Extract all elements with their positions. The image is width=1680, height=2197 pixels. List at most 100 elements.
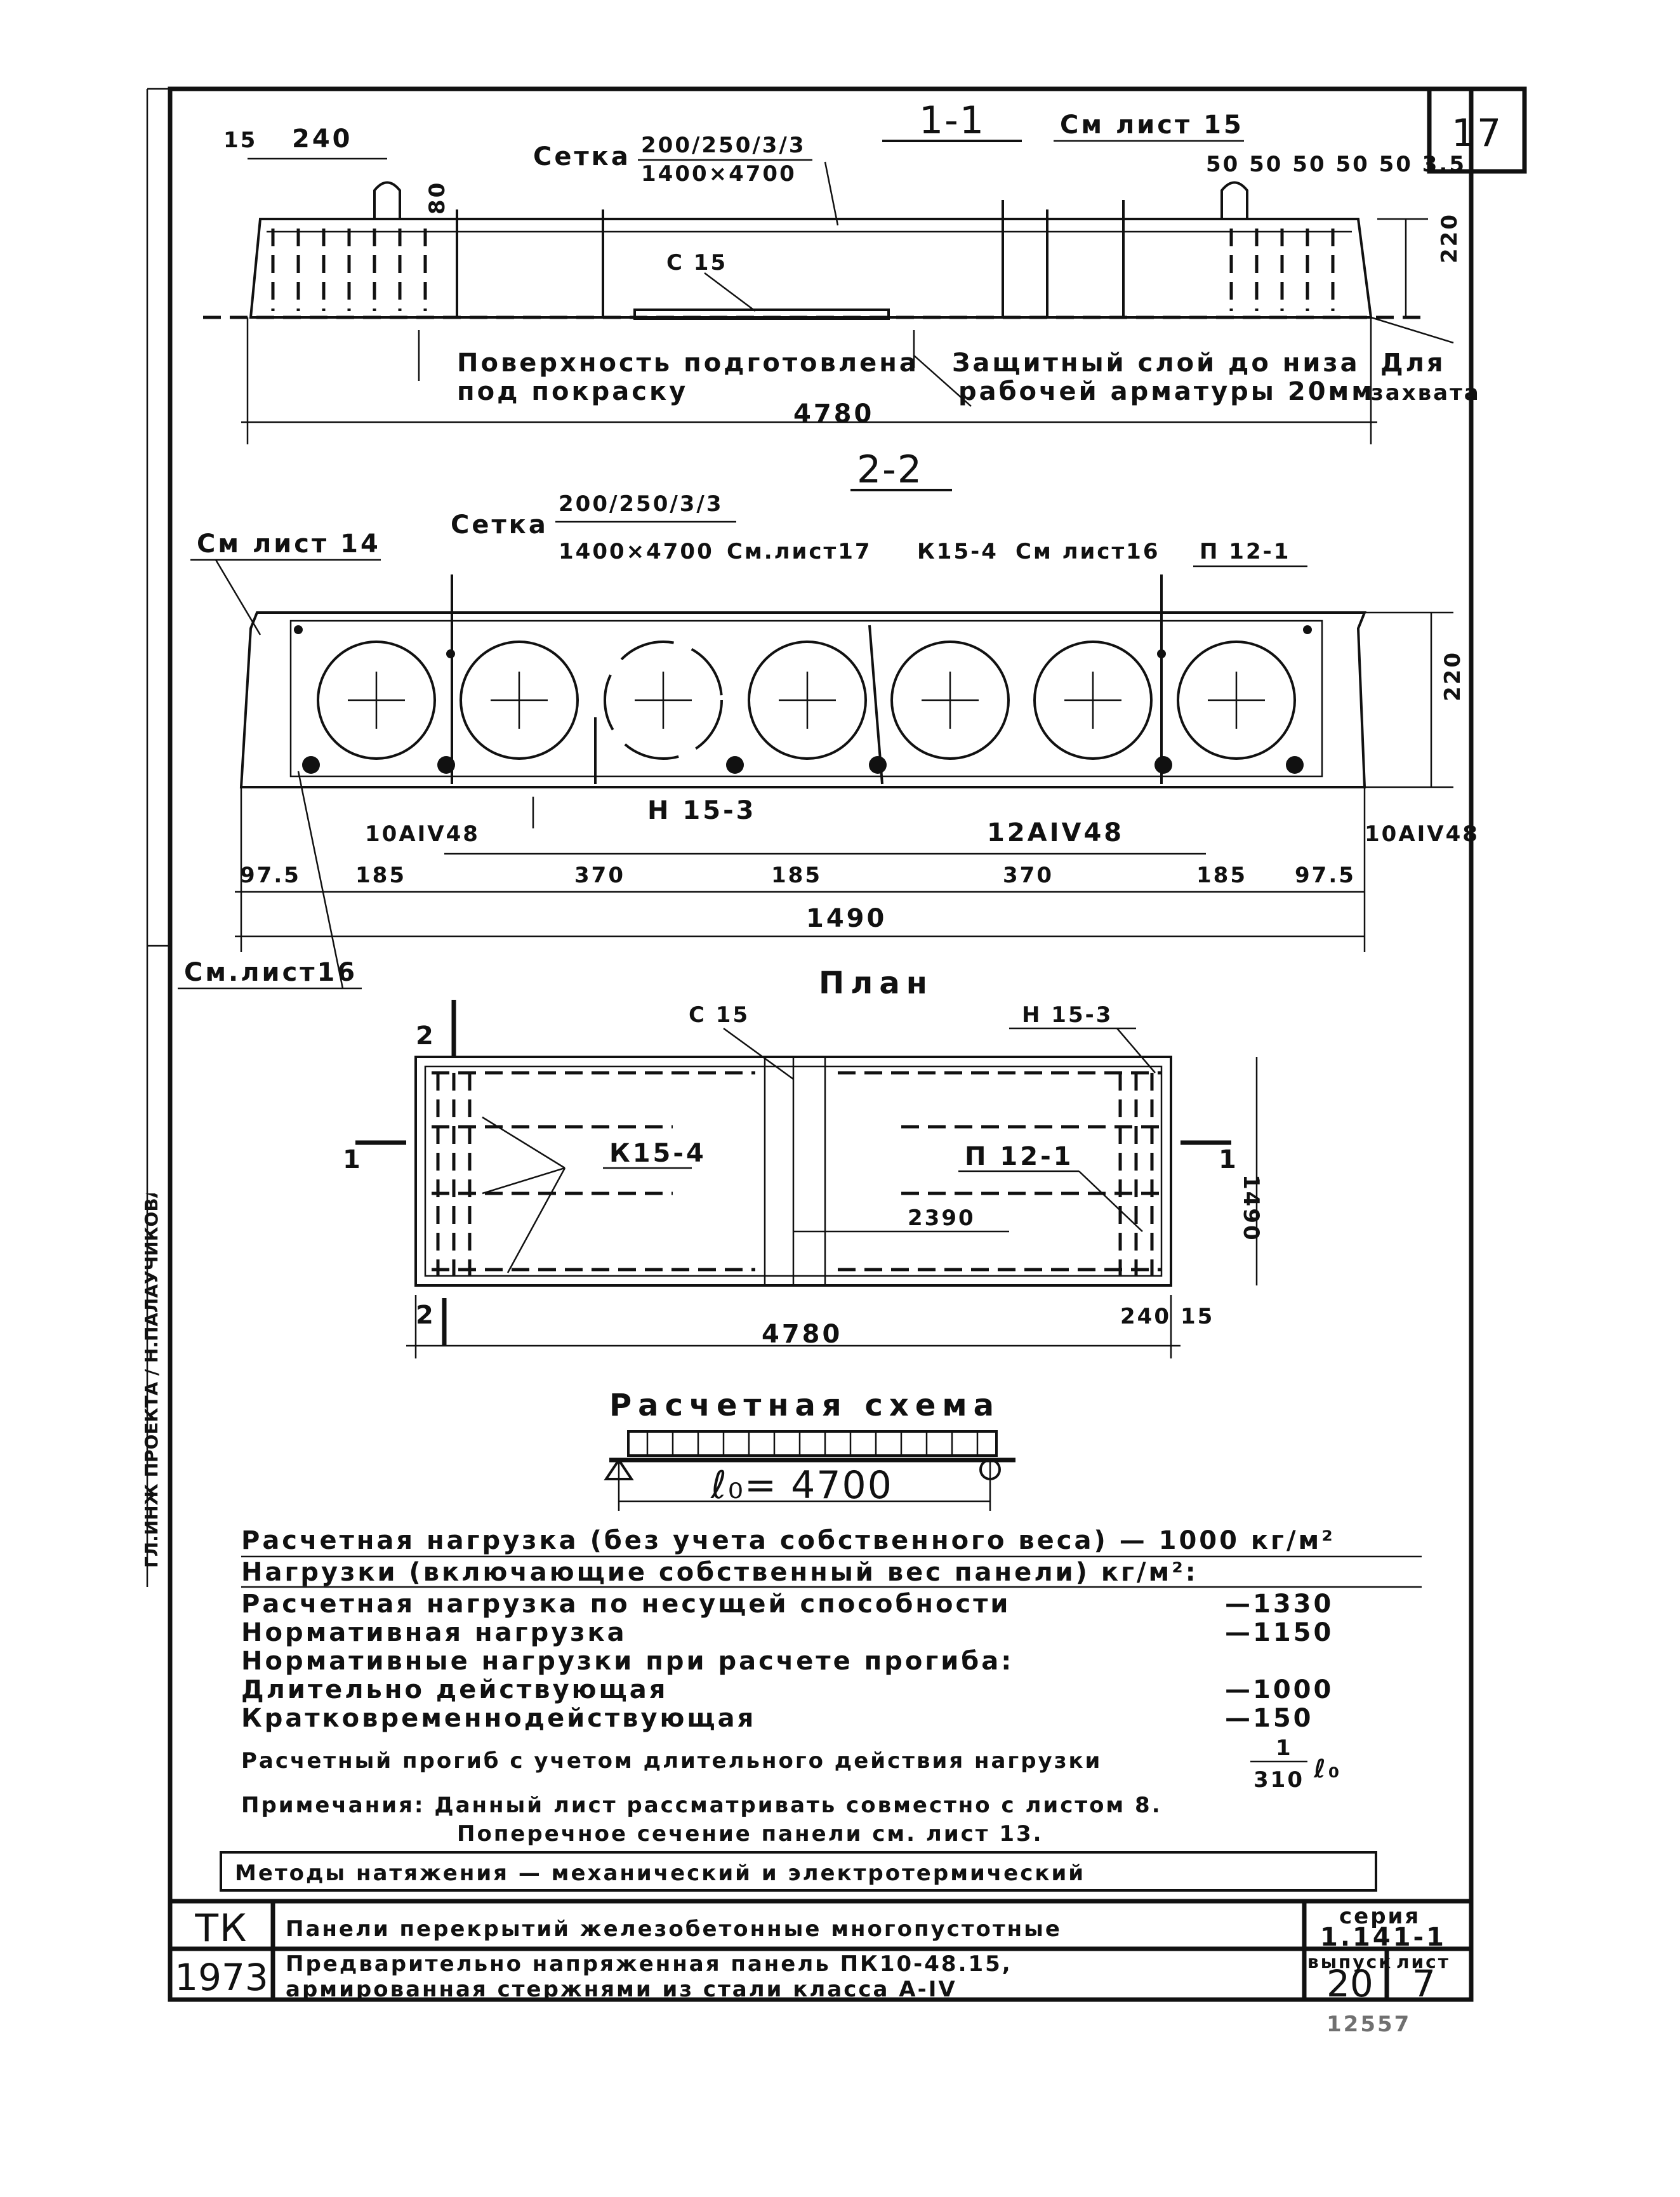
note-deflection: Расчетный прогиб с учетом длительного де… bbox=[241, 1748, 1102, 1774]
notes: Расчетная нагрузка (без учета собственно… bbox=[220, 1526, 1422, 1892]
cut-2-bottom: 2 bbox=[416, 1301, 436, 1330]
methods-box bbox=[220, 1851, 1377, 1892]
bar-12aiv-2 bbox=[726, 756, 744, 774]
bar-12aiv-1 bbox=[437, 756, 455, 774]
plan-label-p12-1: П 12-1 bbox=[965, 1142, 1074, 1171]
section-2-2: 2-2 Сетка 200/250/3/3 1400×4700 См.лист1… bbox=[178, 448, 1479, 990]
cut-1-right: 1 bbox=[1219, 1145, 1239, 1174]
bar-12aiv-4 bbox=[1154, 756, 1172, 774]
mesh-spec-bottom-1: 1400×4700 bbox=[641, 161, 797, 187]
note-row-1-value: —1330 bbox=[1225, 1590, 1333, 1619]
plan-view: План С 15 Н 15-3 К15-4 bbox=[343, 966, 1264, 1358]
note-row-3-label: Нормативные нагрузки при расчете прогиба… bbox=[241, 1647, 1014, 1676]
plan-dim-4780: 4780 bbox=[762, 1320, 842, 1349]
bar-10aiv-right bbox=[1286, 756, 1304, 774]
mesh-label-1: Сетка bbox=[533, 142, 631, 171]
surface-note-1: Поверхность подготовлена bbox=[457, 348, 919, 378]
issue-value: 20 bbox=[1326, 1962, 1373, 2005]
ref-sheet-15: См лист 15 bbox=[1060, 110, 1244, 140]
plan-title: План bbox=[819, 966, 934, 1001]
label-p12-1-section: П 12-1 bbox=[1200, 539, 1290, 564]
label-c15: С 15 bbox=[666, 250, 727, 275]
signature-stamp: ГЛ.ИНЖ ПРОЕКТА / Н.ПАЛАУЧИКОВА bbox=[132, 1184, 170, 1574]
bars-right-label: 10АIV48 bbox=[1365, 821, 1479, 847]
note-row-1-label: Расчетная нагрузка по несущей способност… bbox=[241, 1590, 1010, 1619]
plan-end-cages bbox=[436, 1073, 1154, 1276]
scheme-span: ℓ₀= 4700 bbox=[710, 1463, 893, 1508]
void-4 bbox=[748, 641, 867, 760]
sheet-value: 7 bbox=[1412, 1962, 1436, 2005]
dim-97-5-left: 97.5 bbox=[240, 863, 301, 888]
ref-sheet-17: См.лист17 bbox=[727, 539, 872, 564]
mesh-spec-top-1: 200/250/3/3 bbox=[641, 133, 806, 158]
cover-note-1: Защитный слой до низа bbox=[952, 348, 1360, 378]
series-value: 1.141-1 bbox=[1320, 1923, 1446, 1952]
prestressed-bars bbox=[294, 625, 1312, 774]
deflection-denominator: 310 bbox=[1253, 1767, 1304, 1793]
plan-label-k15-4: К15-4 bbox=[609, 1139, 706, 1168]
dim-185-2: 185 bbox=[771, 863, 822, 888]
section-2-2-title: 2-2 bbox=[857, 448, 923, 492]
dim-1490-2-2: 1490 bbox=[806, 904, 887, 933]
grip-note-2: захвата bbox=[1371, 380, 1481, 406]
plan-mesh-dashes bbox=[432, 1071, 1161, 1271]
void-1 bbox=[317, 641, 436, 760]
deflection-numerator: 1 bbox=[1276, 1736, 1293, 1761]
ref-sheet-16b: См.лист16 bbox=[184, 958, 357, 987]
title-line-3: армированная стержнями из стали класса А… bbox=[286, 1977, 957, 2002]
stirrups-left bbox=[271, 229, 427, 311]
plan-dim-1490: 1490 bbox=[1238, 1174, 1264, 1242]
mesh-spec-bottom-2: 1400×4700 bbox=[559, 539, 714, 564]
loop-height: 80 bbox=[425, 181, 450, 215]
note-row-5-value: —150 bbox=[1225, 1704, 1314, 1733]
deflection-symbol: ℓ₀ bbox=[1313, 1755, 1342, 1784]
frame-c15 bbox=[633, 309, 890, 320]
scheme-load bbox=[627, 1430, 998, 1457]
dim-220-1-1: 220 bbox=[1437, 213, 1462, 263]
section-reinforcement-cage bbox=[289, 620, 1323, 778]
ref-sheet-16: См лист16 bbox=[1015, 539, 1160, 564]
hollow-voids bbox=[317, 641, 1296, 760]
panel-1-1-outline bbox=[249, 218, 1373, 319]
dim-4780-1-1: 4780 bbox=[793, 399, 874, 428]
issue-label: выпуск bbox=[1307, 1951, 1392, 1972]
section-1-1: 1-1 15 240 Сетка 200/250/3/3 1400×4700 С… bbox=[203, 98, 1481, 444]
dim-185-1: 185 bbox=[355, 863, 406, 888]
mesh-label-2: Сетка bbox=[451, 510, 548, 540]
note-row-2-value: —1150 bbox=[1225, 1618, 1333, 1647]
design-scheme: Расчетная схема ℓ₀= 4700 bbox=[604, 1388, 1015, 1511]
note-row-5-label: Кратковременнодействующая bbox=[241, 1704, 756, 1733]
dim-185-3: 185 bbox=[1196, 863, 1247, 888]
void-6 bbox=[1033, 641, 1153, 760]
cut-1-left: 1 bbox=[343, 1145, 363, 1174]
cover-note-2: рабочей арматуры 20мм bbox=[958, 377, 1375, 406]
series-label: серия bbox=[1339, 1904, 1420, 1929]
title-line-2: Предварительно напряженная панель ПК10-4… bbox=[286, 1951, 1012, 1977]
sheet-number: 17 bbox=[1452, 111, 1502, 156]
title-line-1: Панели перекрытий железобетонные многопу… bbox=[286, 1916, 1062, 1942]
dim-15-left: 15 bbox=[223, 128, 257, 153]
section-1-1-title: 1-1 bbox=[919, 98, 985, 143]
grip-note-1: Для bbox=[1380, 348, 1446, 378]
void-2 bbox=[460, 641, 579, 760]
plan-dim-15: 15 bbox=[1181, 1304, 1214, 1329]
dim-220-2-2: 220 bbox=[1440, 651, 1465, 701]
stirrups-right bbox=[1229, 229, 1335, 311]
bar-12aiv-3 bbox=[869, 756, 887, 774]
year: 1973 bbox=[175, 1956, 268, 1999]
bars-mid-label: 12АIV48 bbox=[987, 818, 1124, 847]
bottom-fragment: 12557 bbox=[1326, 2012, 1411, 2037]
note-row-4-label: Длительно действующая bbox=[241, 1675, 668, 1704]
dim-370-1: 370 bbox=[574, 863, 625, 888]
note-2: Поперечное сечение панели см. лист 13. bbox=[457, 1821, 1043, 1847]
plan-dim-240: 240 bbox=[1120, 1304, 1171, 1329]
right-spacing-dims: 50 50 50 50 50 3.5 bbox=[1206, 152, 1466, 177]
label-n15-3-section: Н 15-3 bbox=[647, 796, 757, 825]
void-5 bbox=[890, 641, 1010, 760]
label-k15-4-section: К15-4 bbox=[917, 539, 998, 564]
sheet-number-box bbox=[1427, 86, 1527, 174]
void-7 bbox=[1177, 641, 1296, 760]
bars-left-label: 10АIV48 bbox=[365, 821, 480, 847]
bar-10aiv-left bbox=[302, 756, 320, 774]
